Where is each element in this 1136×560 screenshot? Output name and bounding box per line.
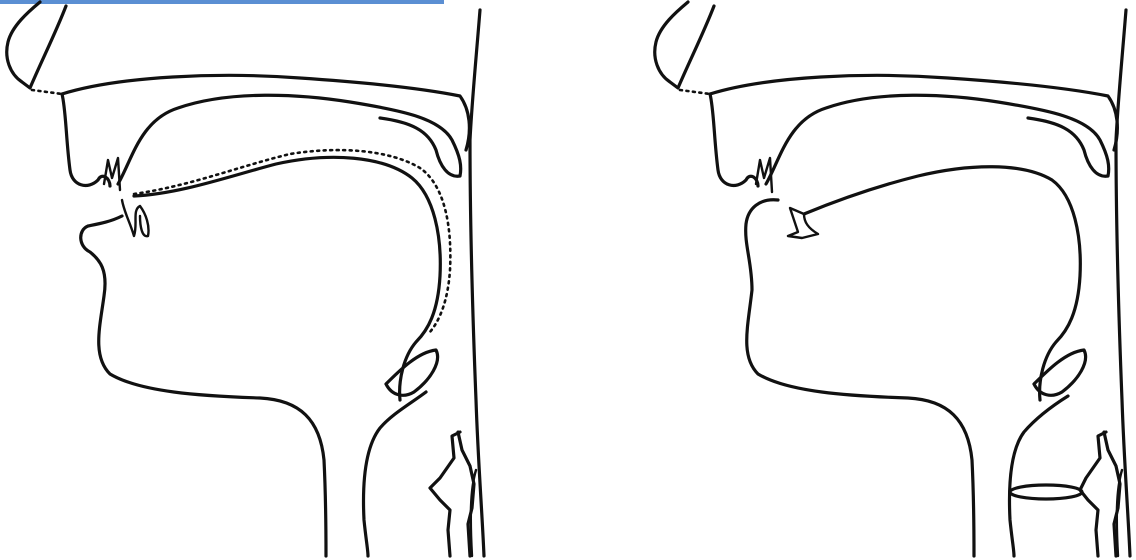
vocal-tract-diagram-left xyxy=(0,0,490,560)
glottis-opening xyxy=(1010,485,1082,499)
lower-lip-and-jaw xyxy=(81,216,326,556)
nostril-dotted-line xyxy=(32,90,62,94)
tongue-tip xyxy=(788,208,818,238)
larynx-front-wall xyxy=(364,392,426,556)
tongue-surface xyxy=(134,157,440,400)
tongue-tip xyxy=(122,200,149,236)
tongue-surface xyxy=(804,167,1080,400)
larynx-front-wall xyxy=(1010,396,1068,556)
velum-dotted-outline xyxy=(134,150,450,332)
nose-outline xyxy=(7,2,66,88)
arytenoid-cartilage xyxy=(1080,432,1120,556)
vocal-tract-diagram-right xyxy=(648,0,1136,560)
lower-lip-and-jaw xyxy=(746,200,974,556)
nose-outline xyxy=(655,2,714,88)
epiglottis xyxy=(386,350,438,395)
nostril-dotted-line xyxy=(680,90,710,94)
arytenoid-cartilage xyxy=(430,432,474,556)
